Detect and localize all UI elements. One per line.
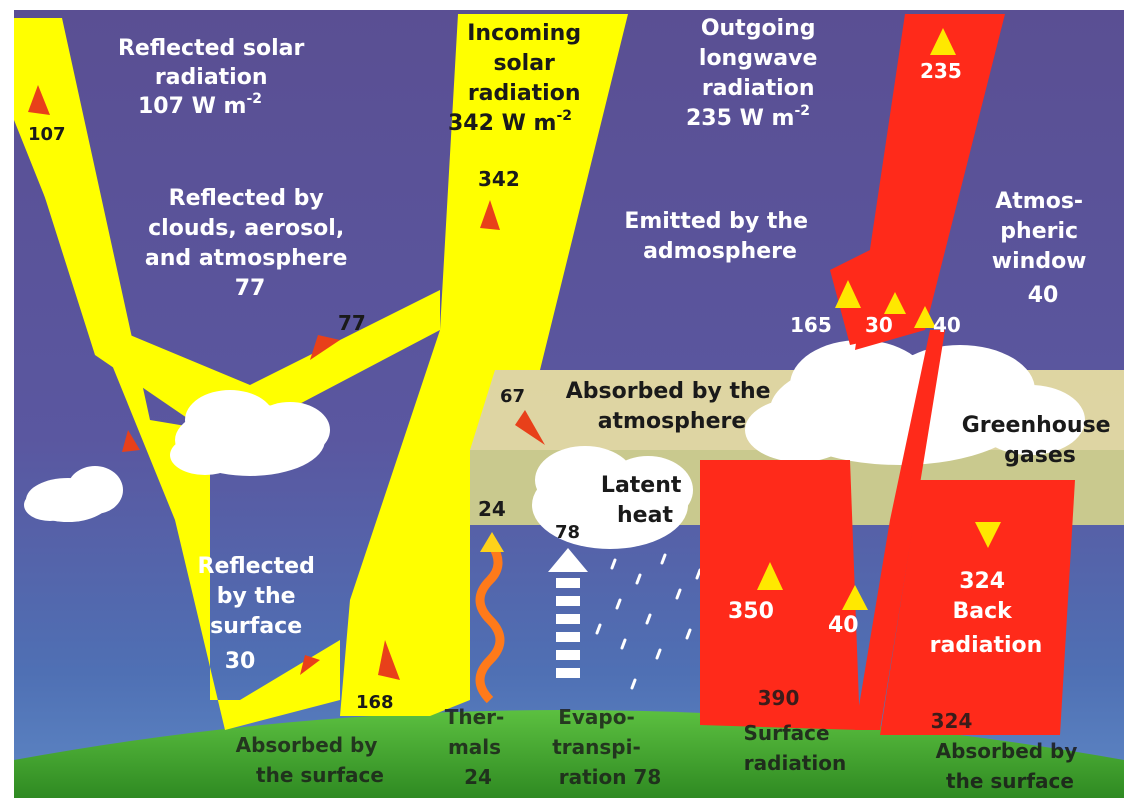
back-radiation-block [880, 480, 1075, 735]
reflected-solar-label: Reflected solar radiation 107 W m-2 [118, 36, 312, 119]
value-77: 77 [338, 311, 366, 335]
atmospheric-window-label: Atmos- pheric window 40 [992, 189, 1094, 308]
evapotranspiration-arrow [548, 548, 588, 678]
value-342: 342 [478, 167, 520, 191]
value-24: 24 [478, 497, 506, 521]
arrow-up-165-icon [835, 280, 861, 308]
greenhouse-gases-label: Greenhouse gases [962, 413, 1119, 468]
value-235: 235 [920, 59, 962, 83]
absorbed-by-surface-left-label: Absorbed by the surface [236, 733, 385, 787]
arrow-up-235-icon [930, 28, 956, 55]
arrow-surface-reflect-icon [122, 430, 140, 452]
reflected-by-surface-label: Reflected by the surface 30 [198, 554, 323, 674]
atmospheric-window-beam [855, 330, 945, 730]
arrow-up-30-icon [884, 292, 906, 314]
value-30: 30 [865, 313, 893, 337]
value-168: 168 [356, 692, 394, 713]
earth-surface [14, 710, 1124, 798]
value-67: 67 [500, 386, 525, 407]
value-165: 165 [790, 313, 832, 337]
arrow-down-324-icon [975, 522, 1001, 548]
reflected-cloud-beam [14, 18, 440, 430]
back-radiation-label: 324 Back radiation [930, 569, 1043, 658]
value-40: 40 [933, 313, 961, 337]
cloud-latent [532, 446, 693, 549]
thermals-wave [475, 542, 505, 704]
arrow-up-350-icon [757, 562, 783, 590]
thermals-label: Ther- mals 24 [445, 705, 512, 789]
value-350: 350 [728, 599, 774, 624]
arrow-absorbed-atmosphere-icon [515, 410, 545, 445]
arrow-absorbed-168-icon [378, 640, 400, 680]
cloud-center [170, 390, 330, 476]
arrow-up-reflected-icon [28, 85, 50, 115]
value-78: 78 [555, 522, 580, 543]
arrow-surface-30-icon [300, 655, 320, 675]
rain-drops [595, 553, 702, 690]
evapotranspiration-label: Evapo- transpi- ration 78 [552, 705, 661, 789]
value-window-40: 40 [828, 613, 859, 638]
thermals-arrow-icon [480, 532, 504, 552]
arrow-down-incoming-icon [480, 200, 500, 230]
emitted-by-atmosphere-label: Emitted by the admosphere [624, 209, 815, 264]
arrow-up-window-40-icon [842, 585, 868, 610]
cloud-left [24, 466, 123, 522]
latent-heat-label: Latent heat [601, 473, 689, 528]
arrow-up-40-icon [914, 306, 936, 328]
incoming-solar-label: Incoming solar radiation 342 W m-2 [448, 21, 589, 136]
incoming-solar-beam [340, 14, 628, 716]
surface-radiation-block [700, 460, 860, 730]
absorbed-by-surface-right-label: 324 Absorbed by the surface [931, 709, 1085, 793]
value-107: 107 [28, 124, 66, 145]
surface-radiation-label: 390 Surface radiation [743, 686, 846, 775]
outgoing-longwave-label: Outgoing longwave radiation 235 W m-2 [686, 16, 825, 131]
absorbed-by-atmosphere-label: Absorbed by the atmosphere [566, 379, 778, 434]
reflected-surface-beam [14, 18, 340, 730]
reflected-by-clouds-label: Reflected by clouds, aerosol, and atmosp… [145, 186, 355, 301]
arrow-clouds-icon [310, 335, 340, 360]
